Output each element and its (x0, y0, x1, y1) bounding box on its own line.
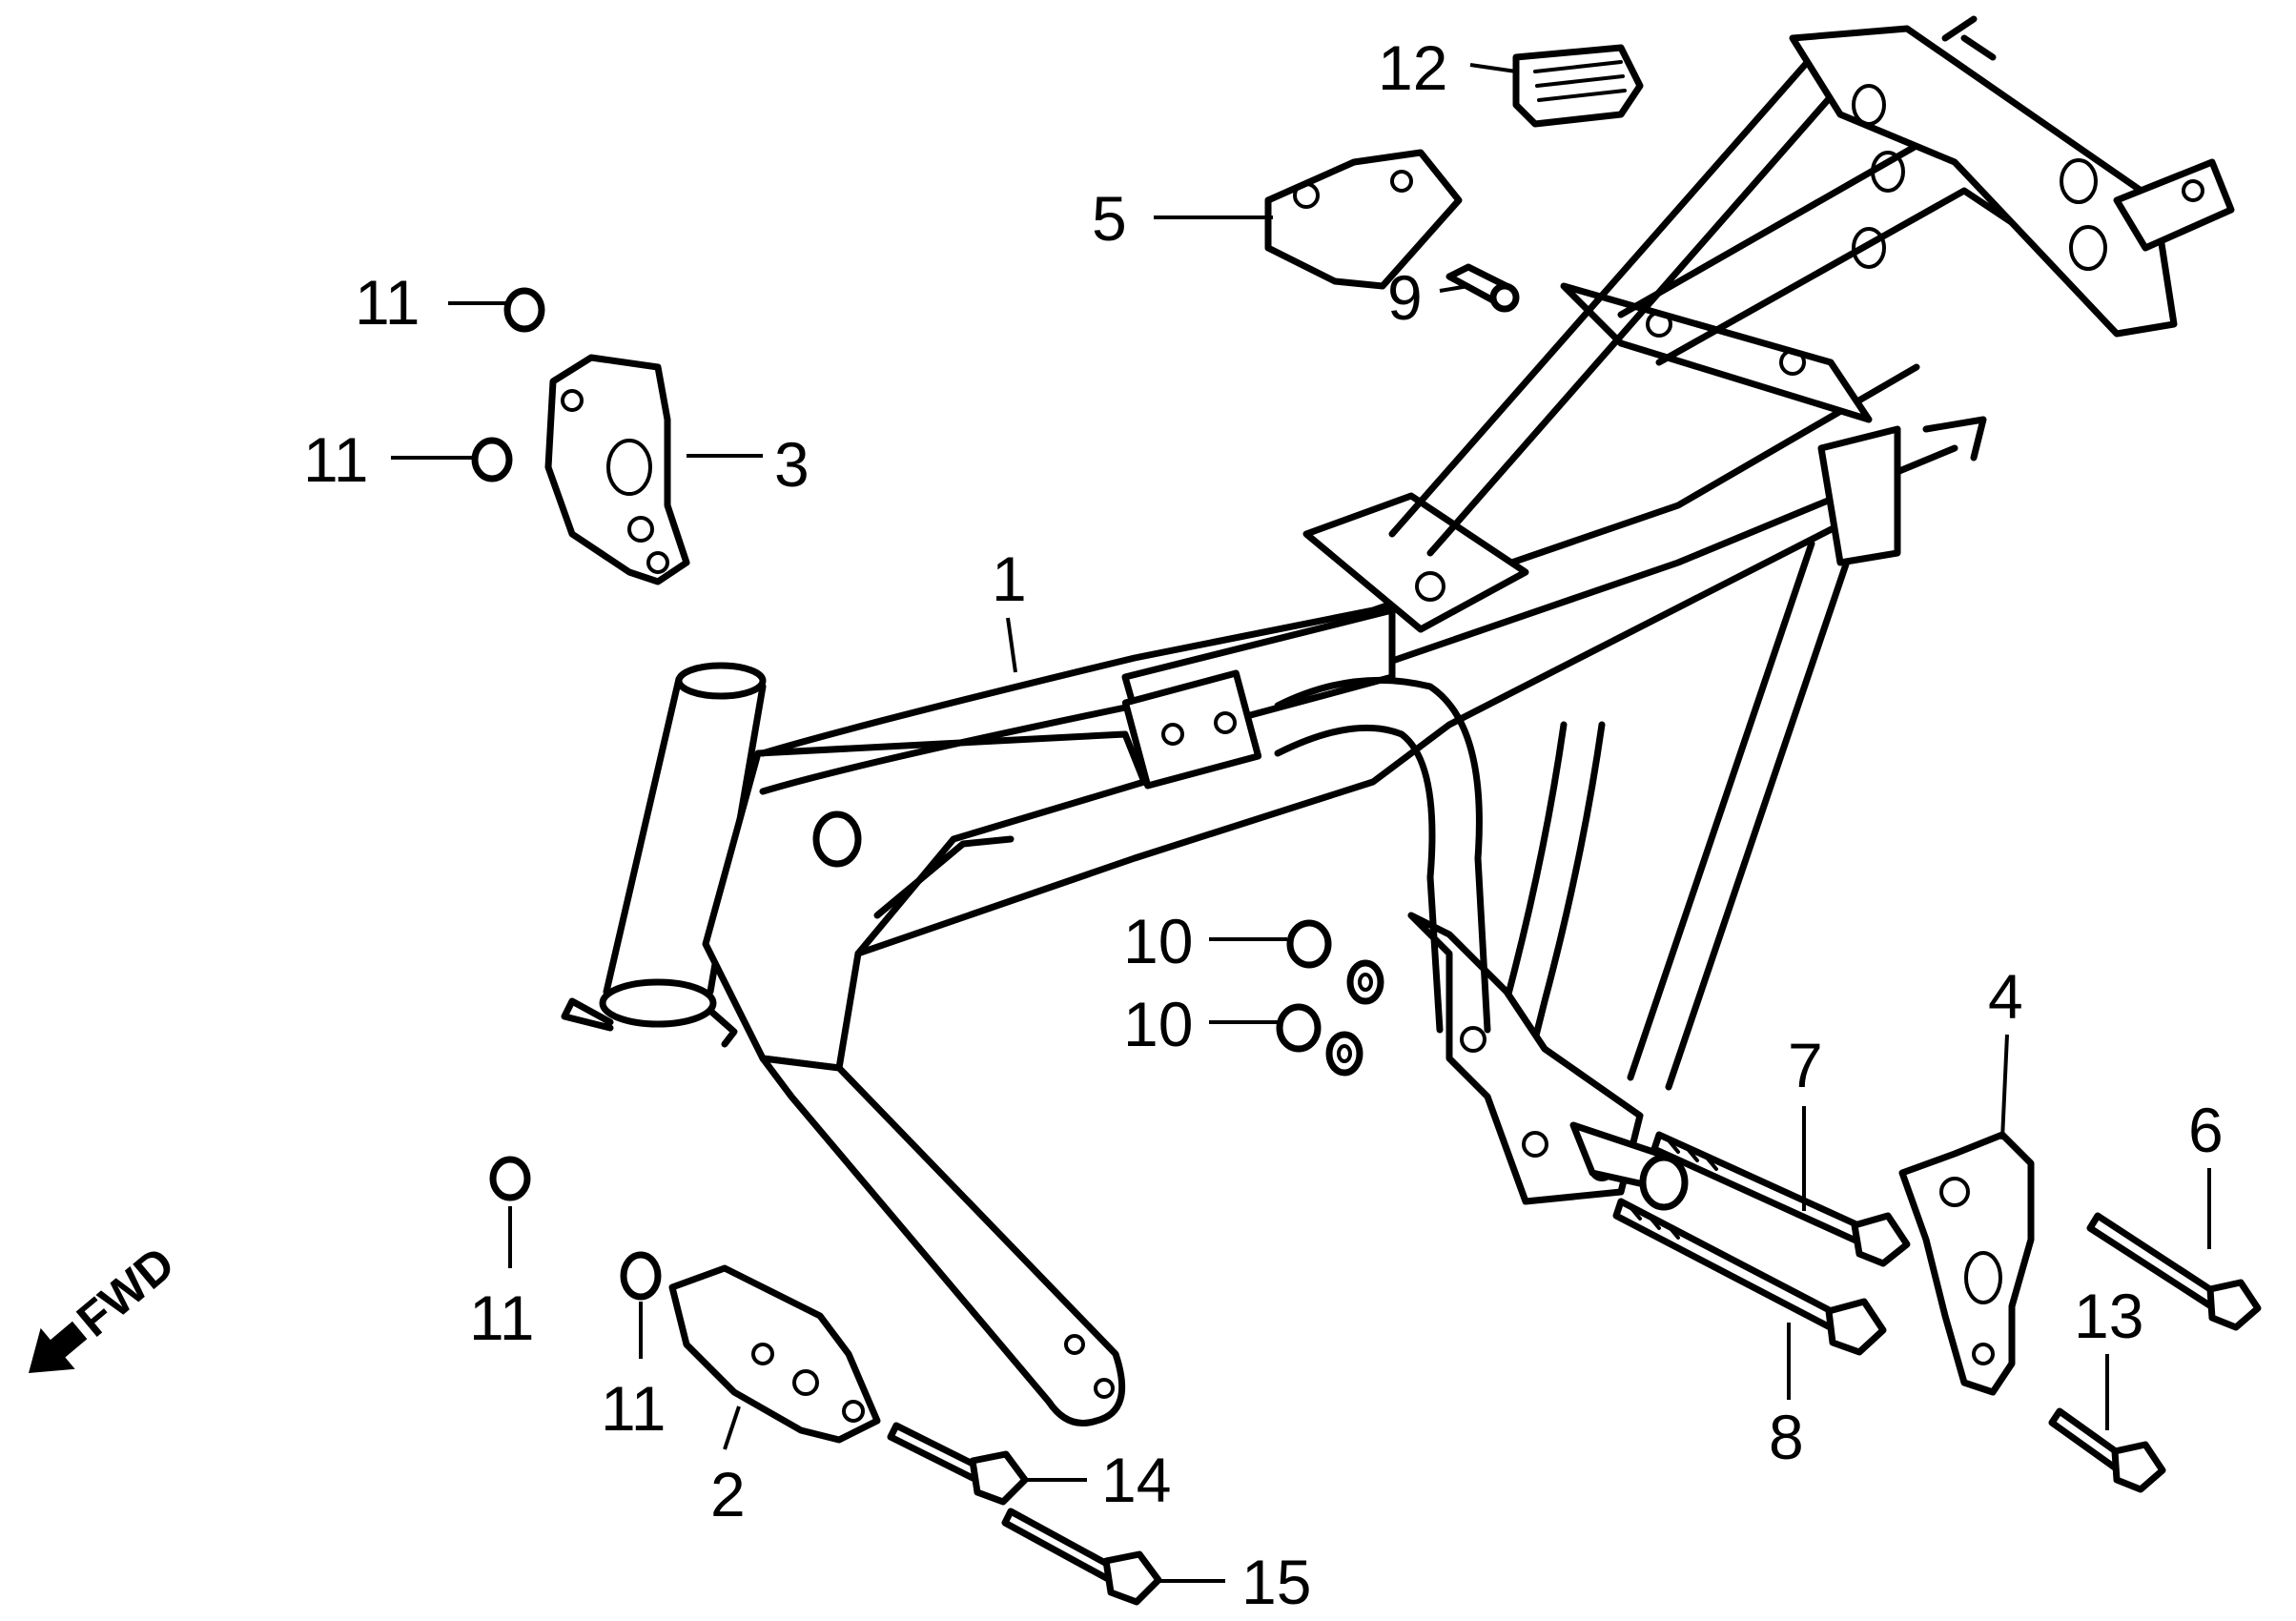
part-11-nut-a (503, 287, 545, 333)
part-10-washer-b (1325, 1031, 1363, 1077)
frame-tail-tab (2113, 158, 2235, 252)
frame-rear-stay-right (1627, 540, 1815, 1081)
part-12-rubber (1512, 44, 1644, 128)
callout-9: 9 (1387, 262, 1423, 333)
callout-labels: 1 12 5 9 11 11 3 10 10 7 8 4 6 13 11 11 … (303, 32, 2224, 1617)
callout-11-lower-left: 11 (469, 1282, 535, 1353)
callout-5: 5 (1092, 183, 1127, 254)
fwd-direction-marker: FWD (29, 1237, 184, 1373)
part-13-bolt (2048, 1407, 2166, 1493)
part-14-bolt (887, 1422, 1029, 1506)
part-3-bracket (544, 354, 690, 585)
frame-gusset (702, 730, 1148, 1072)
frame-seat-rail-left (1388, 53, 1815, 538)
part-10-washer-a (1346, 959, 1384, 1005)
frame-shock-mount (1817, 425, 1901, 566)
part-4-bracket (1898, 1131, 2035, 1396)
frame-crossmember-rear (1560, 282, 1873, 423)
callout-10-bottom: 10 (1123, 989, 1193, 1059)
part-10-nut-b (1276, 1003, 1322, 1053)
callout-7: 7 (1788, 1030, 1823, 1100)
part-7-bolt (1650, 1131, 1911, 1267)
callout-4: 4 (1988, 961, 2023, 1032)
frame-plate-rear-tube (1121, 669, 1262, 790)
frame-crossmember-mid (1302, 492, 1529, 633)
part-11-nut-b (471, 437, 513, 482)
frame-body (561, 15, 2235, 1426)
callout-1: 1 (992, 544, 1027, 614)
frame-rear-stay-left (1484, 721, 1568, 1081)
frame-inner-tube (854, 511, 1863, 957)
frame-down-tube (759, 1055, 1126, 1426)
gusset-boss (812, 810, 862, 868)
part-10-nut-a (1286, 919, 1332, 969)
part-5-bracket (1264, 149, 1463, 290)
part-11-nut-d (620, 1251, 662, 1301)
head-pipe-top-ring (675, 662, 767, 700)
callout-14: 14 (1101, 1445, 1171, 1515)
callout-11-top: 11 (355, 267, 420, 338)
part-8-bolt (1612, 1198, 1887, 1356)
frame-curved-tube (1274, 676, 1491, 1034)
callout-11-lower-right: 11 (601, 1373, 666, 1444)
callout-8: 8 (1769, 1402, 1804, 1472)
callout-10-top: 10 (1123, 906, 1193, 976)
leader-lines (391, 63, 2211, 1583)
part-2-bracket (668, 1264, 881, 1444)
part-15-bolt (1001, 1508, 1162, 1606)
callout-2: 2 (710, 1459, 746, 1529)
frame-main-tube-upper (759, 363, 1920, 757)
callout-13: 13 (2074, 1281, 2143, 1351)
head-pipe-bottom-ring (599, 978, 717, 1028)
callout-11-mid: 11 (303, 424, 369, 495)
callout-6: 6 (2188, 1095, 2224, 1165)
callout-3: 3 (774, 429, 810, 500)
callout-15: 15 (1241, 1547, 1311, 1617)
arrow-forward-icon (29, 1321, 88, 1373)
fwd-label: FWD (67, 1237, 184, 1347)
callout-12: 12 (1378, 32, 1447, 103)
part-6-bolt (2086, 1212, 2262, 1331)
part-9-bolt (1445, 263, 1520, 313)
part-11-nut-c (489, 1156, 531, 1201)
